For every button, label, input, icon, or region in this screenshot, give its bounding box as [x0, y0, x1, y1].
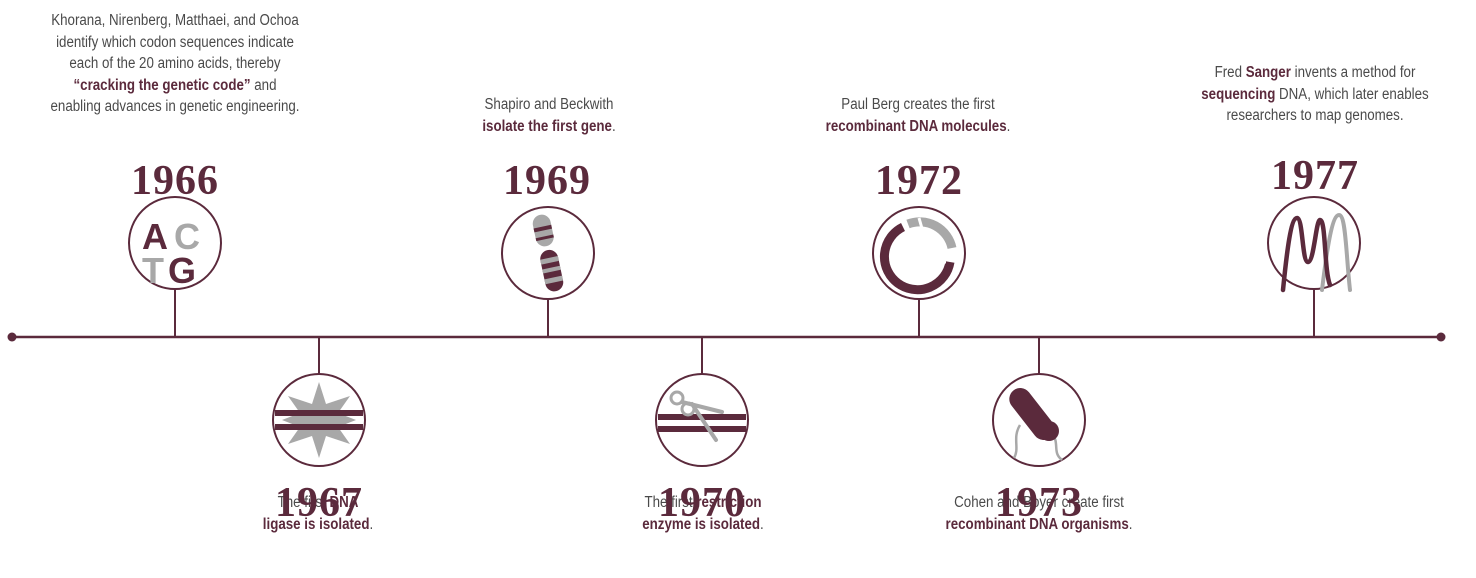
description-line: sequencing DNA, which later enables: [1143, 84, 1476, 106]
sequencing-peaks-icon: [1280, 212, 1352, 293]
description-bold-text: sequencing: [1201, 85, 1276, 103]
dna-ligase-icon: [275, 382, 363, 458]
description-text: The first: [644, 494, 697, 511]
chromosome-icon: [532, 214, 564, 292]
event-1972-description: Paul Berg creates the first recombinant D…: [789, 94, 1047, 137]
description-bold-text: ligase is isolated: [262, 515, 370, 533]
description-text: .: [1006, 117, 1011, 135]
description-line: Paul Berg creates the first: [789, 94, 1047, 116]
description-bold-text: Sanger: [1245, 64, 1291, 81]
event-1977-year: 1977: [1271, 153, 1359, 199]
description-text: researchers to map genomes.: [1226, 107, 1404, 124]
description-text: Cohen and Boyer create first: [954, 494, 1124, 511]
description-line: identify which codon sequences indicate: [3, 32, 347, 54]
description-line: isolate the first gene.: [420, 116, 678, 138]
description-line: ligase is isolated.: [232, 514, 404, 536]
description-line: enzyme is isolated.: [617, 514, 789, 536]
event-1977-marker: [1267, 196, 1361, 337]
description-line: Cohen and Boyer create first: [910, 492, 1168, 514]
description-line: enabling advances in genetic engineering…: [3, 96, 347, 118]
description-line: The first DNA: [232, 492, 404, 514]
description-text: Shapiro and Beckwith: [484, 96, 614, 113]
description-line: The first restriction: [617, 492, 789, 514]
description-text: .: [611, 117, 616, 135]
event-1970-marker: [655, 337, 749, 467]
description-bold-text: enzyme is isolated: [642, 515, 761, 533]
description-text: .: [369, 515, 374, 533]
event-1970-year: 1970: [658, 480, 746, 526]
event-1973-marker: [992, 337, 1086, 467]
event-1969-description: Shapiro and Beckwith isolate the first ge…: [420, 94, 678, 137]
plasmid-ring-icon: [879, 217, 957, 295]
description-line: recombinant DNA molecules.: [789, 116, 1047, 138]
timeline-end-dot: [1436, 332, 1446, 342]
description-line: recombinant DNA organisms.: [910, 514, 1168, 536]
codon-letter-a: A: [142, 216, 168, 257]
description-text: .: [1128, 515, 1133, 533]
description-text: and: [250, 76, 277, 94]
event-1967-marker: [272, 337, 366, 467]
event-1969-year: 1969: [503, 158, 591, 204]
codon-letter-t: T: [142, 250, 164, 291]
event-1969-marker: [501, 206, 595, 337]
description-text: identify which codon sequences indicate: [56, 33, 294, 51]
description-bold-text: restriction: [696, 494, 762, 511]
event-1972-marker: [872, 206, 966, 337]
description-bold-text: “cracking the genetic code”: [73, 76, 251, 94]
event-1966-marker: A C T G: [128, 196, 222, 337]
description-text: Khorana, Nirenberg, Matthaei, and Ochoa: [51, 12, 299, 29]
icon-circle-1966: [128, 196, 222, 290]
scissors-icon: [658, 390, 746, 442]
timeline-start-dot: [7, 332, 17, 342]
description-text: Paul Berg creates the first: [841, 96, 995, 113]
event-1972-year: 1972: [875, 158, 963, 204]
description-line: each of the 20 amino acids, thereby: [3, 53, 347, 75]
description-bold-text: recombinant DNA organisms: [945, 515, 1129, 533]
description-text: Fred: [1214, 64, 1246, 81]
description-line: Fred Sanger invents a method for: [1143, 62, 1476, 84]
description-line: “cracking the genetic code” and: [3, 75, 347, 97]
description-text: invents a method for: [1290, 64, 1416, 81]
codon-letter-c: C: [174, 216, 200, 257]
description-line: Shapiro and Beckwith: [420, 94, 678, 116]
description-bold-text: isolate the first gene: [482, 117, 612, 135]
event-1966-description: Khorana, Nirenberg, Matthaei, and Ochoa i…: [3, 10, 347, 118]
event-1967-year: 1967: [275, 480, 363, 526]
bacterium-icon: [1009, 388, 1063, 461]
description-text: DNA, which later enables: [1275, 85, 1429, 103]
event-1973-year: 1973: [995, 480, 1083, 526]
description-line: researchers to map genomes.: [1143, 105, 1476, 127]
description-text: enabling advances in genetic engineering…: [50, 98, 300, 115]
event-1973-description: Cohen and Boyer create first recombinant …: [910, 492, 1168, 535]
event-1966-year: 1966: [131, 158, 219, 204]
description-text: each of the 20 amino acids, thereby: [69, 55, 281, 72]
description-text: .: [760, 515, 764, 533]
codon-letter-g: G: [168, 250, 196, 291]
description-bold-text: DNA: [329, 494, 359, 511]
description-text: The first: [277, 494, 330, 511]
description-bold-text: recombinant DNA molecules: [825, 117, 1007, 135]
codon-letters-icon: A C T G: [142, 216, 200, 291]
description-line: Khorana, Nirenberg, Matthaei, and Ochoa: [3, 10, 347, 32]
